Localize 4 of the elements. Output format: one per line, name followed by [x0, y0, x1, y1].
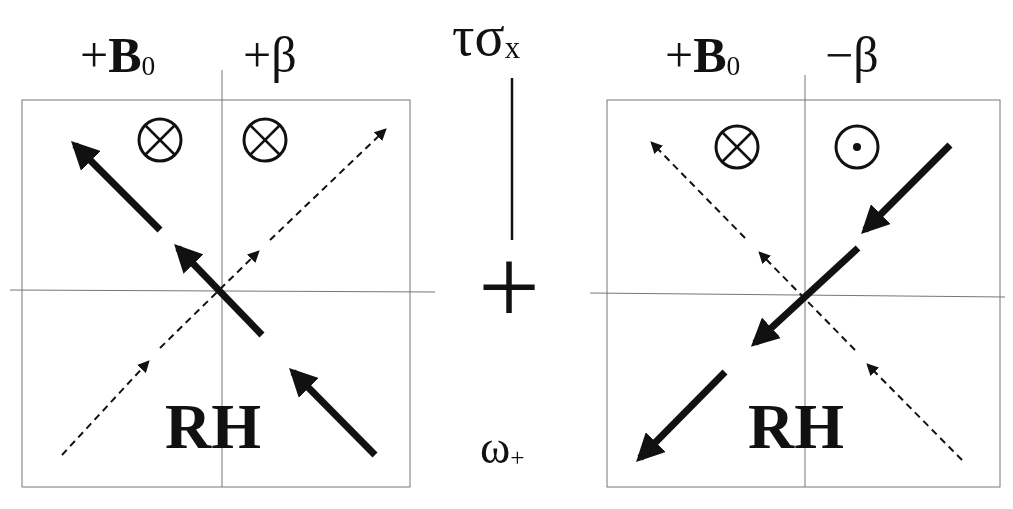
- handedness-label: RH: [748, 395, 844, 459]
- handedness-label: RH: [165, 395, 261, 459]
- plus-sign: +: [478, 232, 541, 342]
- operator-label: τσ$_{x}$: [452, 8, 521, 64]
